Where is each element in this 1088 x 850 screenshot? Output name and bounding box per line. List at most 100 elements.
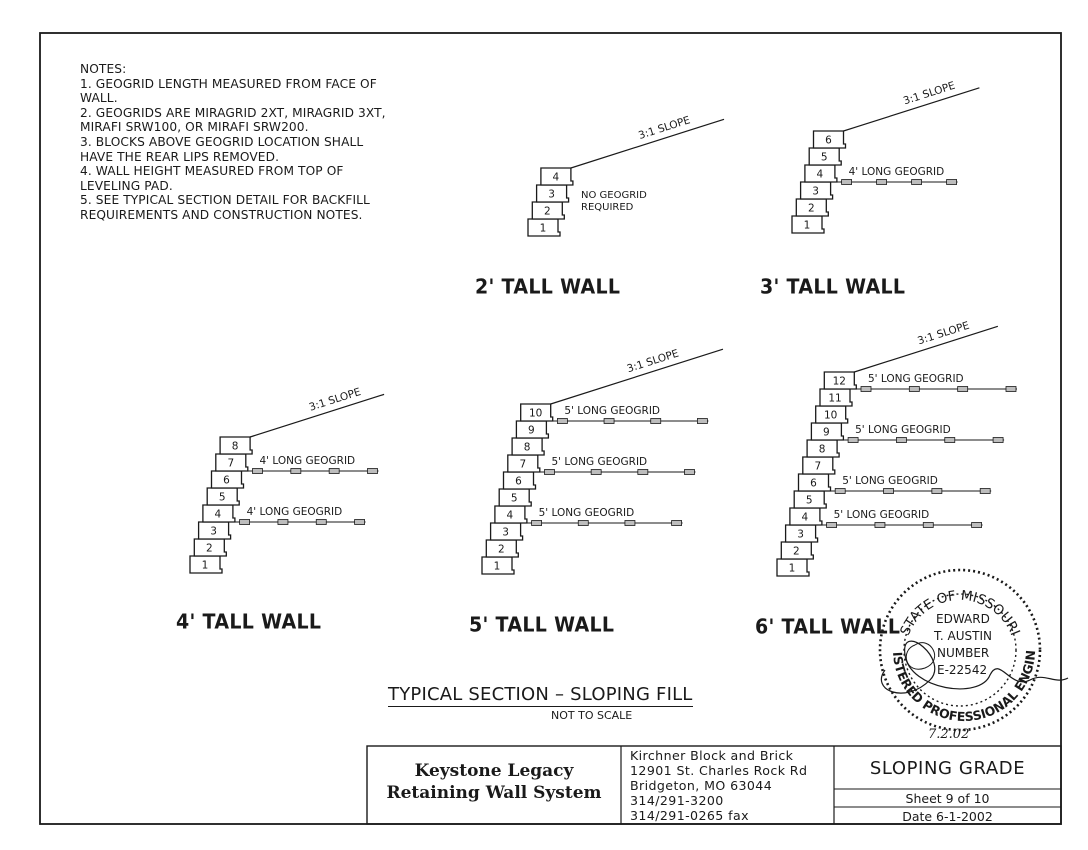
company-line: Keystone Legacy [414, 761, 574, 781]
notes-heading: NOTES: [80, 62, 127, 76]
block-number: 5 [219, 492, 226, 504]
geogrid-marker [883, 488, 894, 494]
slope-line [570, 118, 725, 169]
address-line: 314/291-3200 [630, 793, 724, 808]
geogrid-marker [328, 468, 340, 474]
geogrid-marker [239, 519, 251, 525]
geogrid-marker [624, 520, 636, 526]
scale-note: NOT TO SCALE [551, 709, 633, 722]
geogrid-label: 5' LONG GEOGRID [842, 475, 938, 487]
slope-line [843, 87, 980, 132]
slope-line [854, 325, 999, 373]
block-number: 2 [808, 203, 815, 215]
geogrid-marker [697, 418, 708, 424]
geogrid-marker [992, 437, 1004, 443]
geogrid-label: 5' LONG GEOGRID [564, 405, 661, 417]
geogrid-marker [911, 179, 922, 185]
geogrid-marker [826, 522, 837, 528]
block-number: 10 [529, 408, 542, 420]
block-number: 12 [833, 376, 846, 388]
block-number: 1 [540, 223, 547, 235]
geogrid-marker [946, 179, 957, 185]
geogrid-marker [544, 469, 555, 475]
block-number: 4 [553, 172, 560, 184]
block-number: 9 [823, 427, 830, 439]
seal-name-last: T. AUSTIN [934, 629, 992, 643]
geogrid-label: 4' LONG GEOGRID [259, 455, 356, 467]
geogrid-marker [922, 522, 934, 528]
geogrid-marker [874, 522, 886, 528]
geogrid-marker [931, 488, 943, 494]
geogrid-label: 5' LONG GEOGRID [538, 507, 635, 519]
geogrid-marker [979, 488, 991, 494]
block-number: 1 [789, 563, 796, 575]
address-line: 314/291-0265 fax [630, 808, 749, 823]
block-number: 4 [817, 169, 824, 181]
geogrid-label: 4' LONG GEOGRID [246, 506, 343, 518]
geogrid-marker [637, 469, 649, 475]
geogrid-marker [290, 468, 302, 474]
seal-name-first: EDWARD [936, 612, 990, 626]
block-number: 3 [210, 526, 217, 538]
geogrid-marker [277, 519, 289, 525]
geogrid-marker [1005, 386, 1017, 392]
block-number: 6 [810, 478, 817, 490]
wall-title-6ft: 6' TALL WALL [755, 615, 901, 639]
geogrid-marker [847, 437, 859, 443]
no-geogrid-note: REQUIRED [581, 202, 634, 213]
block-number: 7 [519, 459, 526, 471]
block-number: 2 [793, 546, 800, 558]
signature-loop [905, 642, 936, 670]
section-title: TYPICAL SECTION – SLOPING FILL [388, 684, 693, 707]
signed-date: 7.2.02 [928, 727, 970, 742]
block-number: 6 [223, 475, 230, 487]
block-number: 7 [814, 461, 821, 473]
block-number: 8 [524, 442, 531, 454]
seal-number: E-22542 [937, 663, 988, 677]
block-number: 2 [498, 544, 505, 556]
geogrid-marker [367, 468, 378, 474]
block-number: 3 [502, 527, 509, 539]
geogrid-marker [908, 386, 920, 392]
slope-line [249, 393, 385, 438]
geogrid-marker [971, 522, 982, 528]
geogrid-marker [896, 437, 907, 443]
drawing-title: SLOPING GRADE [869, 758, 1026, 779]
geogrid-marker [841, 179, 852, 185]
block-number: 1 [494, 561, 501, 573]
geogrid-label: 5' LONG GEOGRID [868, 373, 964, 385]
wall-title-4ft: 4' TALL WALL [176, 610, 322, 634]
block-number: 3 [812, 186, 819, 198]
block-number: 3 [797, 529, 804, 541]
block-number: 5 [511, 493, 518, 505]
wall-title-5ft: 5' TALL WALL [469, 613, 615, 637]
block-number: 4 [215, 509, 222, 521]
address-line: 12901 St. Charles Rock Rd [630, 763, 808, 778]
block-number: 7 [227, 458, 234, 470]
geogrid-label: 5' LONG GEOGRID [551, 456, 648, 468]
geogrid-marker [315, 519, 327, 525]
geogrid-marker [860, 386, 872, 392]
geogrid-label: 5' LONG GEOGRID [833, 509, 930, 521]
company-name: Keystone Legacy Retaining Wall System [372, 760, 616, 804]
geogrid-marker [252, 468, 263, 474]
wall-title-2ft: 2' TALL WALL [475, 275, 621, 299]
block-number: 8 [819, 444, 826, 456]
block-number: 10 [824, 410, 837, 422]
address-line: Kirchner Block and Brick [630, 748, 794, 763]
geogrid-marker [834, 488, 846, 494]
block-number: 11 [828, 393, 841, 405]
no-geogrid-note: NO GEOGRID [581, 190, 647, 201]
block-number: 4 [802, 512, 809, 524]
note-item: 2. GEOGRIDS ARE MIRAGRID 2XT, MIRAGRID 3… [80, 105, 386, 135]
seal-number-label: NUMBER [937, 646, 990, 660]
dealer-address: Kirchner Block and Brick 12901 St. Charl… [630, 748, 807, 823]
block-number: 8 [232, 441, 239, 453]
general-notes: NOTES: 1. GEOGRID LENGTH MEASURED FROM F… [80, 62, 390, 223]
geogrid-marker [354, 519, 366, 525]
geogrid-label: 5' LONG GEOGRID [855, 424, 951, 436]
block-number: 9 [528, 425, 535, 437]
